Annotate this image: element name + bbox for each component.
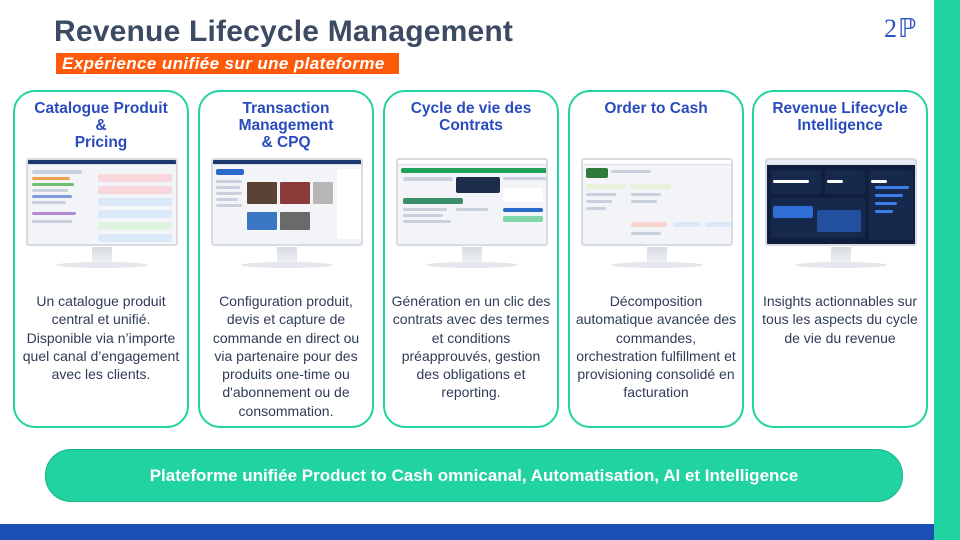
- card-title: Revenue Lifecycle Intelligence: [772, 100, 908, 134]
- contracts-screenshot: [396, 158, 548, 246]
- monitor-icon: [211, 158, 363, 274]
- bottom-accent-strip: [0, 524, 934, 540]
- product-catalog-screenshot: [26, 158, 178, 246]
- card-title: Transaction Management & CPQ: [238, 100, 334, 151]
- intelligence-dashboard-screenshot: [765, 158, 917, 246]
- page-subtitle: Expérience unifiée sur une plateforme: [56, 53, 399, 74]
- cpq-screenshot: [211, 158, 363, 246]
- monitor-icon: [581, 158, 733, 274]
- monitor-icon: [765, 158, 917, 274]
- card-order-to-cash: Order to Cash Décomposition automatique …: [568, 90, 744, 428]
- card-title: Cycle de vie des Contrats: [410, 100, 532, 134]
- card-description: Insights actionnables sur tous les aspec…: [762, 293, 918, 346]
- card-title: Catalogue Produit & Pricing: [34, 100, 168, 151]
- card-product-catalog: Catalogue Produit & Pricing Un catalogue…: [13, 90, 189, 428]
- company-logo: 2ℙ: [884, 14, 918, 43]
- card-description: Génération en un clic des contrats avec …: [391, 293, 551, 401]
- page-title: Revenue Lifecycle Management: [54, 15, 514, 48]
- card-description: Décomposition automatique avancée des co…: [575, 293, 737, 401]
- card-description: Configuration produit, devis et capture …: [212, 293, 360, 419]
- card-intelligence: Revenue Lifecycle Intelligence Insights …: [752, 90, 928, 428]
- platform-banner: Plateforme unifiée Product to Cash omnic…: [45, 449, 903, 502]
- card-cpq: Transaction Management & CPQ Configurati…: [198, 90, 374, 428]
- card-title: Order to Cash: [604, 100, 708, 117]
- card-description: Un catalogue produit central et unifié. …: [22, 293, 180, 383]
- monitor-icon: [396, 158, 548, 274]
- card-contracts: Cycle de vie des Contrats Génération en …: [383, 90, 559, 428]
- right-accent-strip: [934, 0, 960, 540]
- order-to-cash-screenshot: [581, 158, 733, 246]
- monitor-icon: [26, 158, 178, 274]
